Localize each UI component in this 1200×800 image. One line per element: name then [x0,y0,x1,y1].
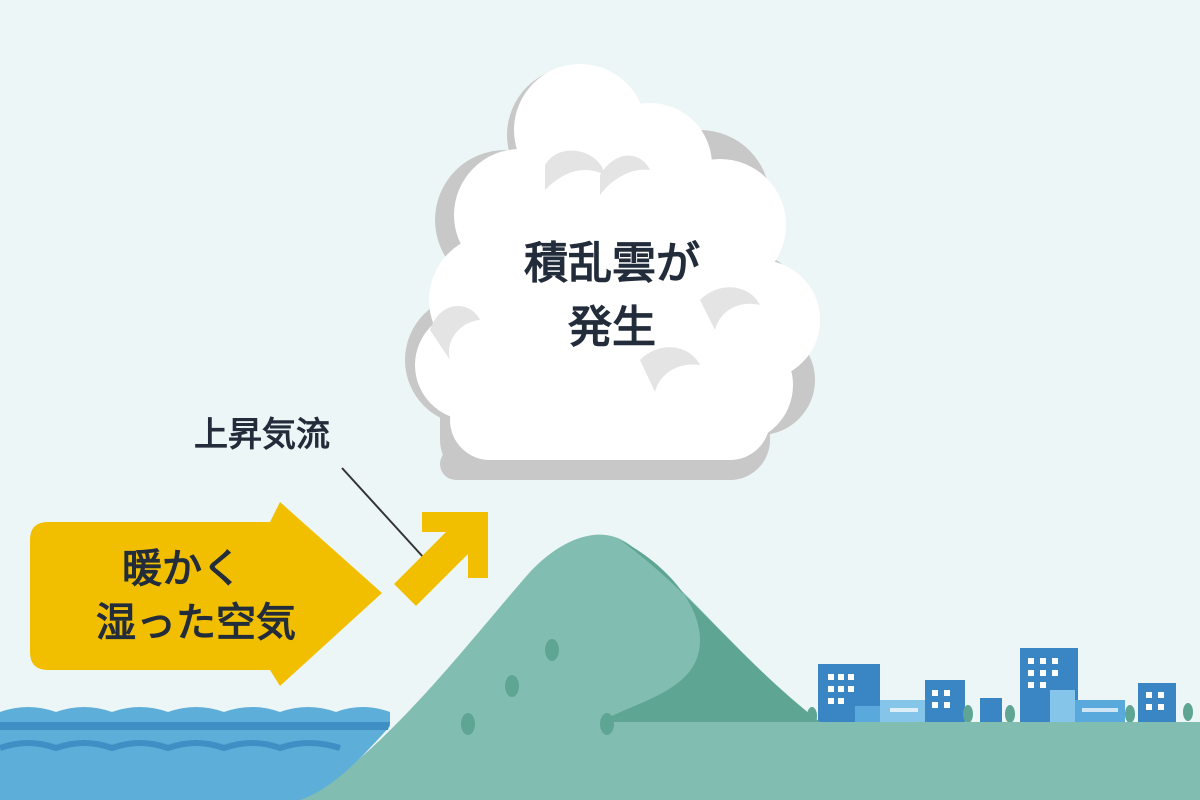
warm-air-label-line2: 湿った空気 [96,600,296,646]
building [980,698,1002,724]
sea [0,707,390,800]
cumulonimbus-cloud: 積乱雲が 発生 [405,64,820,480]
mountain [300,534,1200,800]
building [1050,690,1075,724]
leader-line [341,467,425,559]
building [1138,683,1176,724]
warm-air-label-line1: 暖かく [122,546,242,592]
warm-air-arrow: 暖かく 湿った空気 [30,502,382,686]
updraft-callout: 上昇気流 [194,415,425,559]
cloud-label-line1: 積乱雲が [524,238,700,289]
updraft-arrow [394,512,488,606]
cloud-label-line2: 発生 [567,302,656,353]
updraft-label: 上昇気流 [194,415,330,455]
city-buildings [807,648,1193,725]
